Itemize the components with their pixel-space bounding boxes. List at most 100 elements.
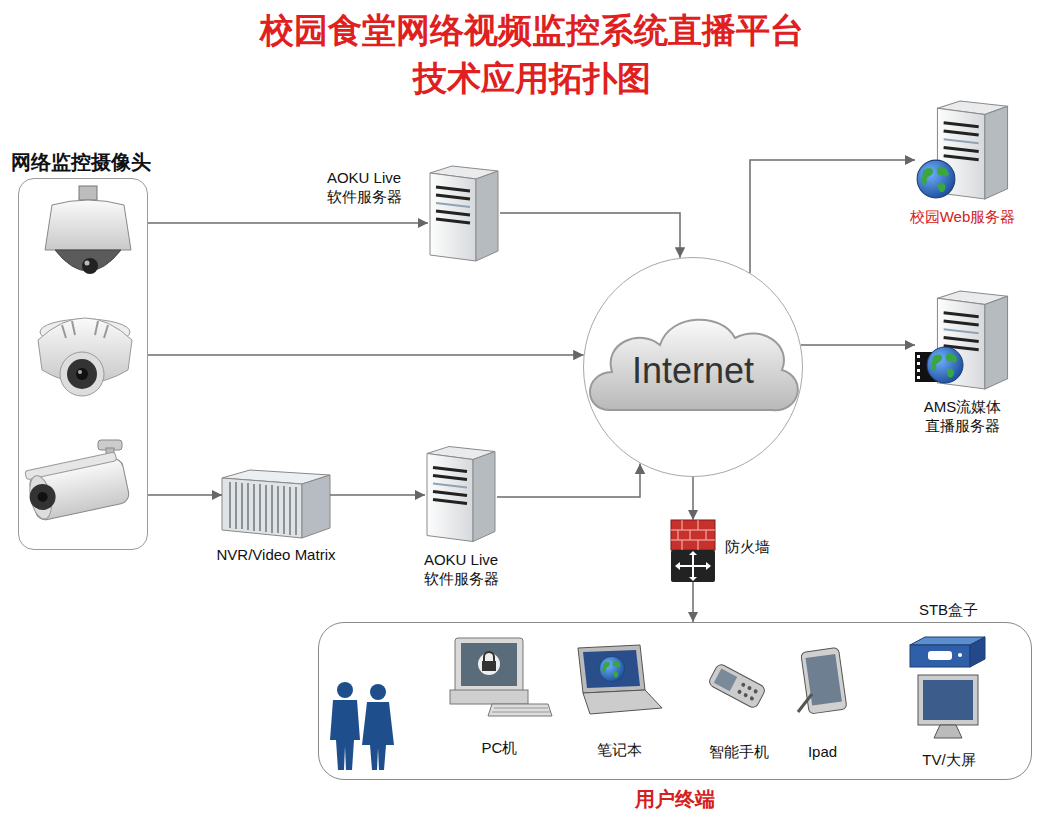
tv-icon bbox=[918, 675, 978, 738]
server-icon-part bbox=[430, 166, 498, 261]
nvr-box-part bbox=[230, 482, 296, 535]
ipad-icon-part-part bbox=[801, 647, 847, 714]
phone-icon-part bbox=[714, 669, 737, 692]
phone-terminal: 智能手机 bbox=[706, 661, 771, 719]
firewall-icon-part bbox=[680, 555, 706, 577]
bullet-camera-part bbox=[24, 451, 131, 522]
stb-box: STB盒子 bbox=[911, 638, 986, 671]
server-icon-part bbox=[917, 355, 920, 358]
people-icon bbox=[330, 682, 394, 770]
ipad-icon bbox=[798, 647, 847, 714]
node-label: Ipad bbox=[806, 743, 839, 762]
pc-icon-part bbox=[484, 652, 494, 662]
pc-icon-part bbox=[461, 643, 517, 686]
pc-icon-part bbox=[492, 708, 550, 712]
notebook-icon-part bbox=[578, 645, 645, 693]
nvr-box-part bbox=[222, 478, 302, 538]
arrow-connector bbox=[148, 222, 428, 224]
dome-camera-part bbox=[62, 321, 108, 338]
software-server: AOKU Live 软件服务器 bbox=[425, 445, 497, 543]
nvr-matrix: NVR/Video Matrix bbox=[222, 470, 330, 538]
node-label: NVR/Video Matrix bbox=[215, 546, 338, 565]
pc-icon-part bbox=[450, 690, 528, 704]
ipad-icon-part bbox=[801, 647, 847, 714]
phone-icon-part bbox=[741, 682, 746, 687]
node-label: 智能手机 bbox=[707, 743, 771, 762]
firewall-icon-part bbox=[689, 577, 697, 581]
arrow-connector bbox=[330, 494, 425, 496]
pc-icon bbox=[450, 638, 552, 716]
arrow-connector bbox=[750, 160, 915, 273]
tv-icon-part bbox=[918, 675, 978, 725]
ipad-icon-part-part bbox=[806, 654, 842, 706]
node-label: 防火墙 bbox=[723, 538, 772, 557]
stb-icon bbox=[910, 637, 985, 667]
phone-icon-part bbox=[749, 696, 754, 701]
node-label: AMS流媒体 直播服务器 bbox=[919, 398, 1007, 436]
firewall-icon-part bbox=[671, 520, 715, 550]
ipad-icon-part bbox=[798, 694, 812, 712]
arrow-connector bbox=[497, 463, 640, 497]
arrow-connector bbox=[148, 354, 584, 356]
bullet-camera-part-part bbox=[27, 482, 58, 513]
tv-screen: TV/大屏 bbox=[919, 676, 979, 741]
arrow-connector bbox=[692, 477, 694, 520]
cloud bbox=[590, 320, 798, 411]
phone-icon-part bbox=[708, 663, 767, 710]
ptz-camera-part bbox=[82, 258, 98, 274]
dome-camera-part bbox=[38, 318, 132, 383]
firewall-icon-part bbox=[675, 562, 680, 570]
diagram-title: 校园食堂网络视频监控系统直播平台 技术应用拓扑图 bbox=[252, 6, 812, 102]
dome-camera-part bbox=[78, 370, 82, 374]
nvr-box bbox=[222, 470, 330, 538]
ipad-terminal: Ipad bbox=[799, 651, 846, 719]
notebook-icon-part bbox=[599, 656, 624, 681]
stb-icon-part bbox=[970, 637, 985, 667]
notebook-terminal: 笔记本 bbox=[576, 646, 663, 719]
node-label: TV/大屏 bbox=[920, 751, 977, 770]
node-label: 网络监控摄像头 bbox=[9, 150, 153, 175]
stb-icon-part bbox=[910, 645, 970, 667]
firewall: 防火墙 bbox=[671, 520, 715, 582]
pc-icon-part bbox=[488, 704, 552, 716]
firewall-icon-part bbox=[689, 551, 697, 555]
phone-icon-part bbox=[737, 689, 742, 694]
pc-icon-part bbox=[482, 661, 496, 671]
server-icon-part bbox=[917, 362, 920, 365]
arrow-connector bbox=[801, 344, 915, 346]
notebook-icon-part bbox=[583, 690, 662, 714]
internet-circle: Internet bbox=[583, 257, 803, 477]
node-label: AOKU Live 软件服务器 bbox=[417, 551, 505, 589]
people-icon-part bbox=[337, 682, 353, 698]
camera-group: 网络监控摄像头 bbox=[18, 178, 148, 550]
ptz-camera-part bbox=[45, 200, 131, 250]
ptz-camera bbox=[45, 186, 131, 274]
node-label: 笔记本 bbox=[595, 741, 644, 760]
ptz-camera-part bbox=[85, 261, 90, 266]
node-label: AOKU Live 软件服务器 bbox=[320, 169, 408, 207]
server-icon-part bbox=[917, 376, 920, 379]
streaming-server: AMS流媒体 直播服务器 bbox=[915, 290, 1010, 390]
phone-icon-part bbox=[753, 689, 758, 694]
dome-camera-part bbox=[76, 368, 88, 380]
arrow-connector bbox=[692, 582, 694, 622]
software-server: AOKU Live 软件服务器 bbox=[428, 165, 500, 262]
server-icon-part bbox=[917, 160, 955, 198]
server-icon bbox=[427, 101, 1008, 541]
ptz-camera-part bbox=[79, 186, 97, 200]
phone-icon-part bbox=[743, 692, 748, 697]
dome-camera-part bbox=[67, 359, 97, 389]
people-icon-part bbox=[330, 700, 360, 770]
phone-icon bbox=[708, 663, 767, 710]
pc-icon-part bbox=[478, 653, 500, 675]
tv-icon-part bbox=[934, 725, 962, 738]
cloud-part bbox=[590, 320, 798, 411]
bullet-camera bbox=[24, 440, 131, 522]
dome-camera bbox=[38, 318, 132, 396]
arrow-connector bbox=[148, 494, 222, 496]
firewall-icon-part bbox=[671, 550, 715, 582]
arrow-connector bbox=[500, 213, 680, 258]
phone-icon-part bbox=[747, 685, 752, 690]
